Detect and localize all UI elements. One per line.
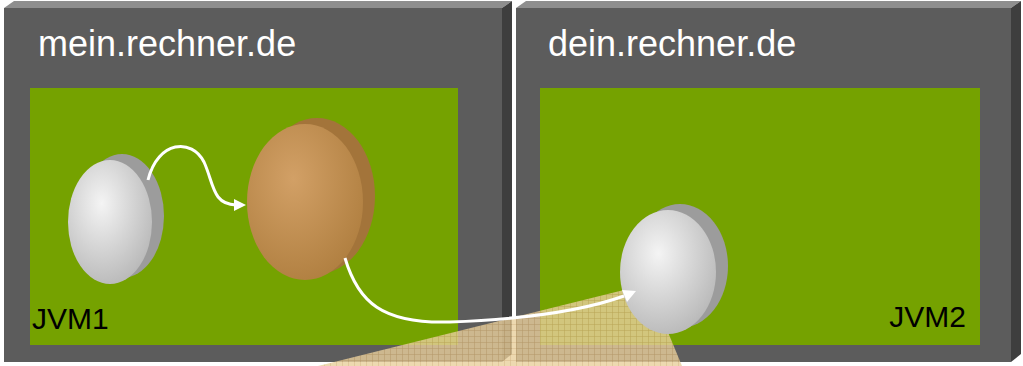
host-name: mein.rechner.de [38, 24, 296, 64]
jvm-label: JVM1 [32, 302, 109, 335]
remote-call-arrow [345, 258, 624, 322]
object-disc [620, 204, 728, 334]
box-side-face [1011, 1, 1021, 362]
host-box: dein.rechner.deJVM2 [516, 8, 1011, 362]
arrow-head [622, 290, 636, 302]
beam [318, 284, 682, 366]
box-side-face [502, 1, 512, 362]
jvm-panel: JVM2 [540, 88, 980, 345]
proxy-disc [247, 118, 375, 280]
jvm-label: JVM2 [889, 300, 966, 333]
call-arrow [148, 146, 236, 205]
host-box: mein.rechner.deJVM1 [4, 8, 502, 362]
box-top-face [4, 1, 512, 8]
object-disc [68, 154, 164, 284]
host-name: dein.rechner.de [548, 24, 796, 64]
arrow-head [234, 199, 246, 211]
jvm-panel: JVM1 [30, 88, 458, 345]
box-top-face [516, 1, 1021, 8]
